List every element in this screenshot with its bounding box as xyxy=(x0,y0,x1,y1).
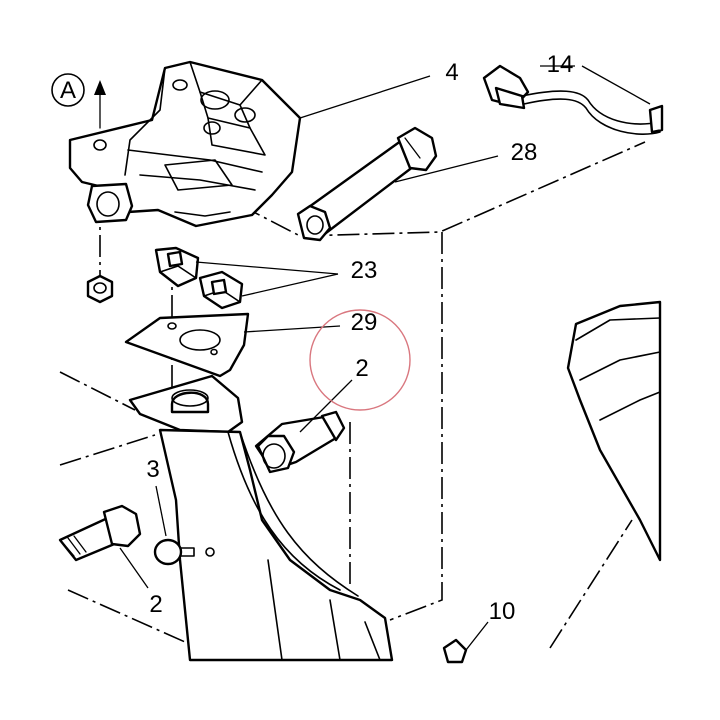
column-body xyxy=(128,374,394,662)
clip-10 xyxy=(442,638,468,664)
view-a-marker: A xyxy=(51,73,106,129)
long-bolt xyxy=(296,126,438,242)
bolt-upper xyxy=(254,410,346,474)
callout-4: 4 xyxy=(445,59,458,86)
callout-10: 10 xyxy=(489,598,516,625)
callout-23: 23 xyxy=(351,257,378,284)
view-a-label: A xyxy=(60,77,76,104)
plug xyxy=(153,538,215,566)
bracket-housing xyxy=(68,60,302,228)
construction-lines xyxy=(59,141,646,649)
callout-2-highlighted: 2 xyxy=(355,355,368,382)
sensor-cable xyxy=(482,64,664,135)
callout-14: 14 xyxy=(547,51,574,78)
clip-nuts xyxy=(154,246,244,310)
callout-28: 28 xyxy=(511,139,538,166)
callout-2-lower: 2 xyxy=(149,591,162,618)
side-cover xyxy=(566,300,662,562)
arrow-up-icon xyxy=(94,80,106,95)
highlight-circle xyxy=(309,309,411,411)
callout-3: 3 xyxy=(146,456,159,483)
gasket-plate xyxy=(124,312,250,378)
callout-29: 29 xyxy=(351,309,378,336)
hex-nut-small xyxy=(86,274,114,304)
leader-lines xyxy=(119,65,651,651)
callout-labels: 4 14 28 23 29 2 3 2 10 xyxy=(146,51,573,625)
bolt-lower xyxy=(58,504,142,562)
